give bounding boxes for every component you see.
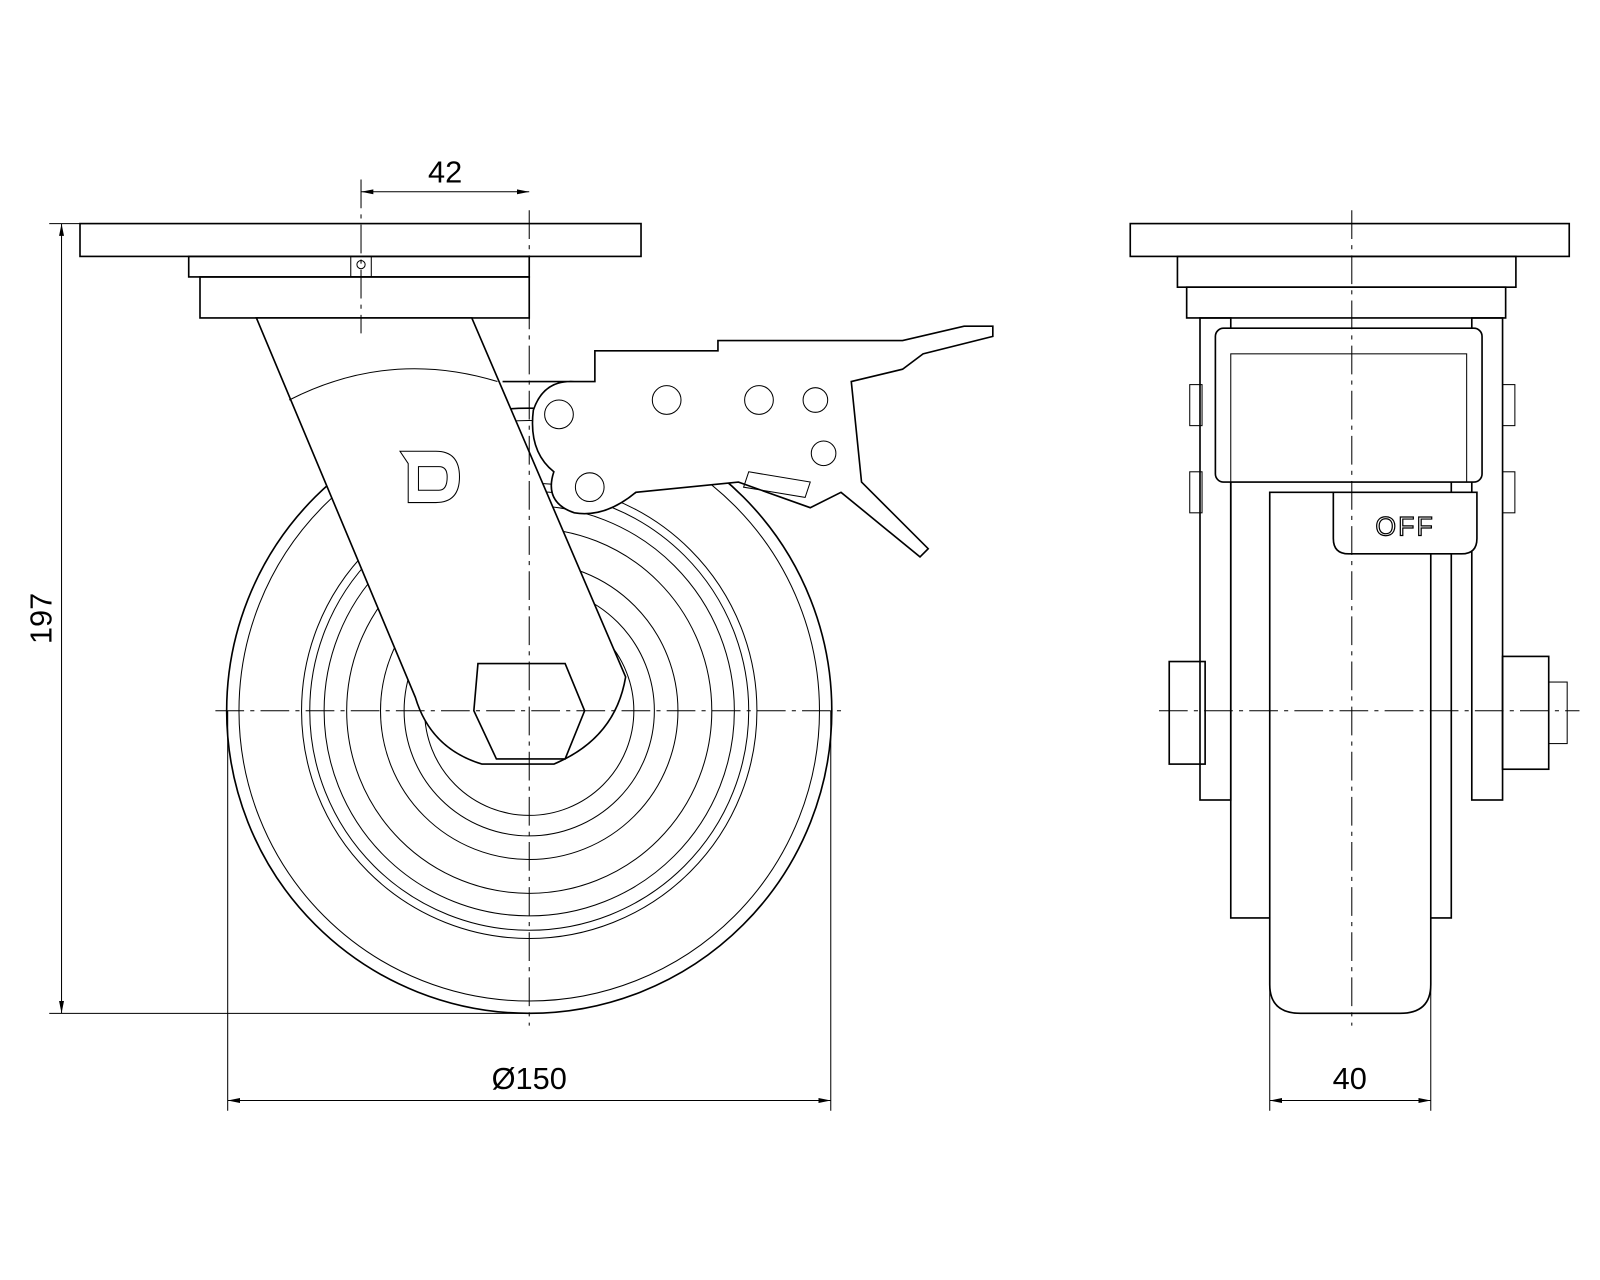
brake-pedal-off: OFF — [1332, 491, 1478, 555]
svg-text:197: 197 — [23, 593, 58, 644]
fork-leg-right — [1470, 317, 1504, 801]
dimension-diameter: Ø150 — [227, 710, 832, 1111]
dimension-42: 42 — [361, 155, 530, 195]
brand-logo-icon — [399, 450, 461, 504]
svg-text:42: 42 — [428, 155, 462, 190]
top-plate-front — [1129, 222, 1571, 258]
axle-nut-front — [1501, 655, 1550, 771]
axle-head — [1168, 660, 1206, 765]
fork-arm — [255, 317, 627, 765]
swivel-race — [187, 255, 531, 278]
dimension-197: 197 — [23, 223, 530, 1014]
brake-off-label: OFF — [1375, 511, 1434, 541]
svg-text:Ø150: Ø150 — [492, 1061, 567, 1096]
side-view — [79, 179, 994, 1026]
swivel-housing — [199, 276, 531, 319]
dimension-40: 40 — [1269, 984, 1432, 1111]
wheel-front — [1268, 491, 1432, 1015]
svg-text:40: 40 — [1333, 1061, 1367, 1096]
brake-assembly — [502, 325, 994, 559]
front-view: OFF — [1129, 210, 1580, 1026]
